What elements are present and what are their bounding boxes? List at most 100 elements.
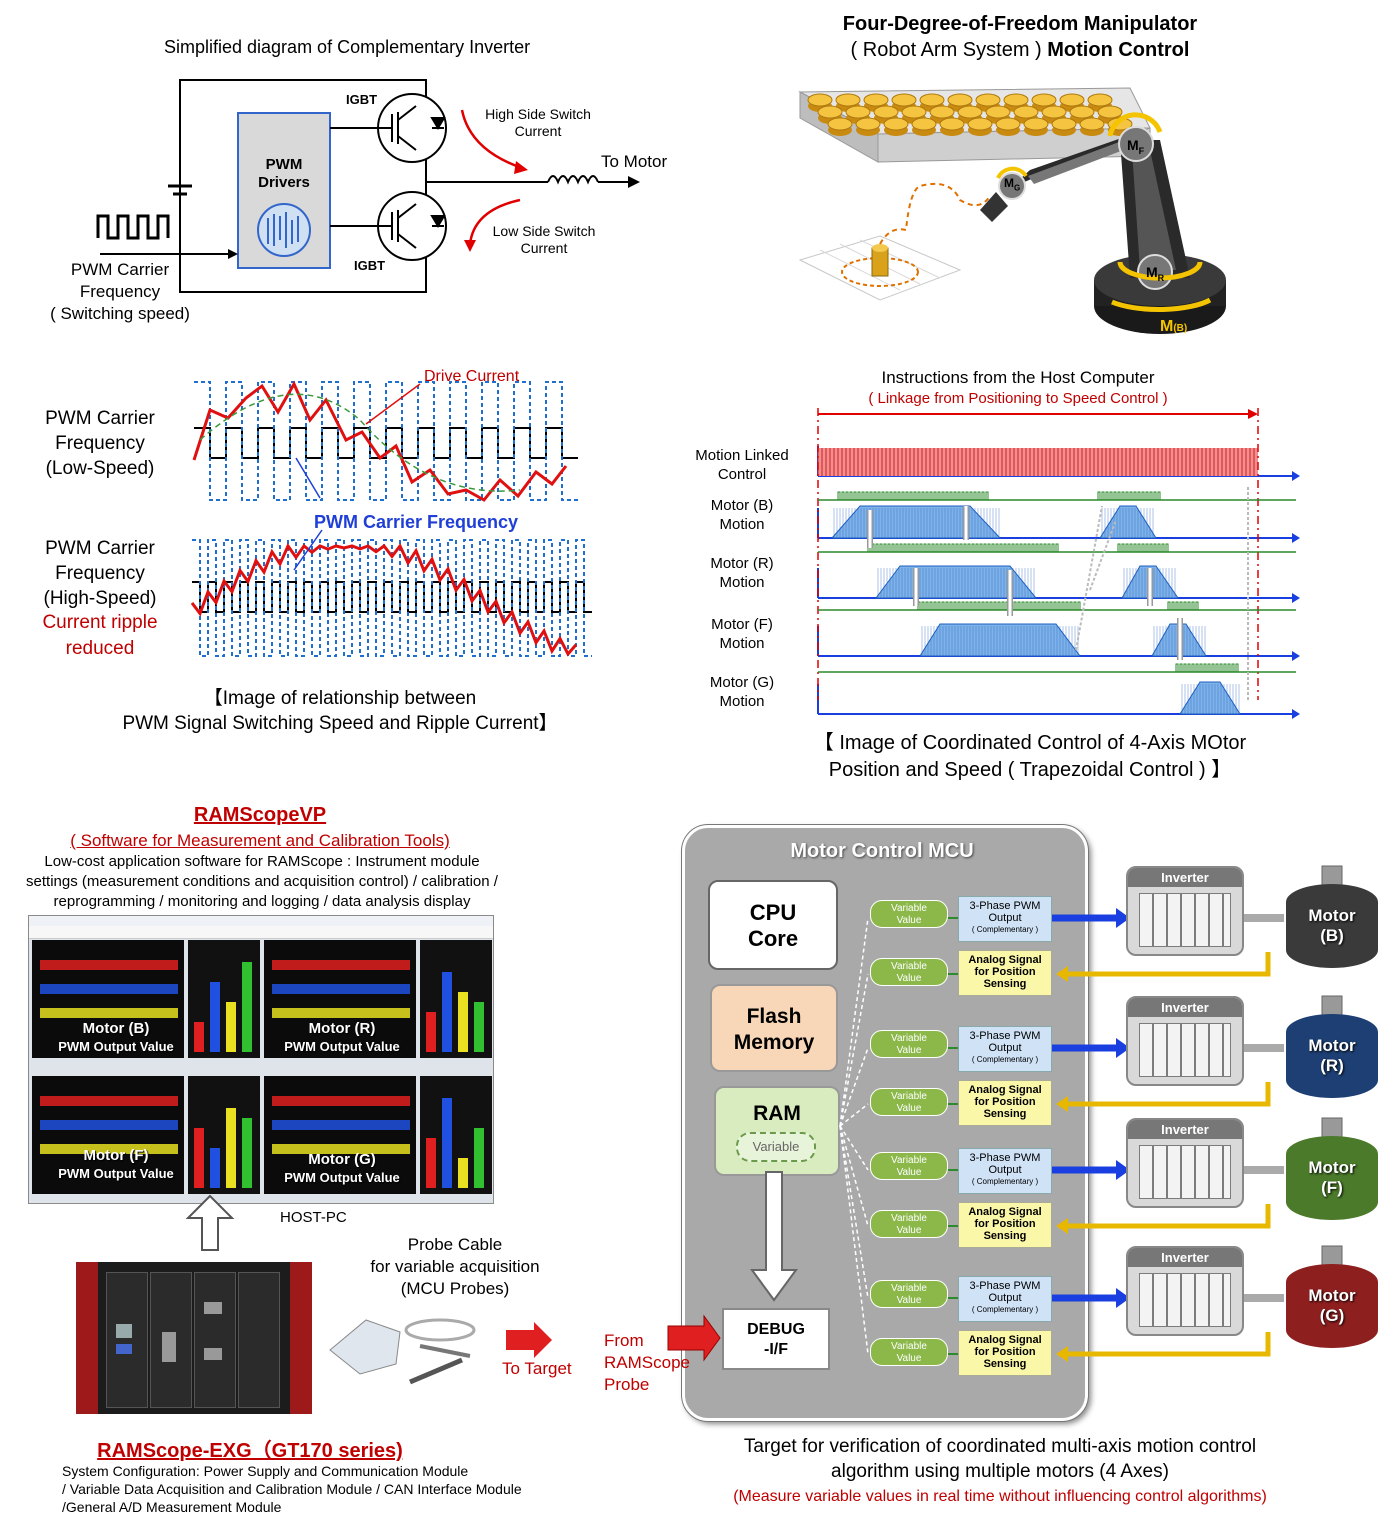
motion-pulse	[1157, 543, 1161, 552]
motion-pulse	[1051, 543, 1055, 552]
motion-pulse	[1129, 543, 1133, 552]
inverter-label-1: Inverter	[1128, 998, 1242, 1017]
scope-pane-1	[264, 940, 416, 1058]
motion-pulse	[1191, 601, 1195, 610]
motion-pulse	[919, 543, 923, 552]
pwm-output-label-2: 3-Phase PWM Output	[969, 1152, 1041, 1176]
bar-0-3	[242, 962, 252, 1052]
motion-pulse	[837, 491, 841, 500]
motion-pulse	[1149, 543, 1153, 552]
motion-pulse	[1101, 491, 1105, 500]
variable-value-1-0: Variable Value	[870, 1030, 948, 1058]
motion-pulse	[991, 543, 995, 552]
motion-pulse	[1029, 601, 1033, 610]
motion-pulse	[1141, 491, 1145, 500]
motion-pulse	[1049, 601, 1053, 610]
motion-pulse	[1117, 491, 1121, 500]
motion-pulse	[853, 491, 857, 500]
screen-f-value: PWM Output Value	[58, 1166, 174, 1181]
motion-trapezoid-3	[1179, 681, 1241, 715]
ripple-waveforms	[190, 380, 592, 657]
scope-trace-3-2	[272, 1144, 410, 1154]
ethernet-port-icon	[116, 1324, 132, 1338]
tray-part-top	[985, 105, 1011, 119]
motion-pulse	[943, 543, 947, 552]
tray-part-top	[947, 93, 973, 107]
joint-g-label: MG	[1004, 176, 1020, 192]
tray-part-top	[939, 117, 965, 131]
motion-pulse	[1153, 491, 1157, 500]
motion-pulse	[977, 491, 981, 500]
motion-pulse	[929, 601, 933, 610]
bar-2-3	[242, 1118, 252, 1188]
feedback-1	[1066, 1082, 1271, 1107]
timing-axis-arrow-3	[1292, 651, 1300, 661]
motion-pulse	[869, 491, 873, 500]
pwm-arrow-head-0	[1116, 908, 1130, 928]
from-probe-label: From RAMScope Probe	[604, 1331, 690, 1394]
inverter-label-0: Inverter	[1128, 868, 1242, 887]
feedback-head-0	[1056, 966, 1068, 982]
tray-part-top	[1003, 93, 1029, 107]
scope-trace-0-0	[40, 960, 178, 970]
manipulator-title-b: Motion Control	[1041, 39, 1190, 61]
motion-pulse	[987, 543, 991, 552]
scope-trace-2-2	[40, 1144, 178, 1154]
tray-part-top	[855, 117, 881, 131]
bar-0-1	[210, 982, 220, 1052]
manipulator-title-line2: ( Robot Arm System ) Motion Control	[760, 39, 1280, 62]
bar-0-2	[226, 1002, 236, 1052]
scope-pane-0	[32, 940, 184, 1058]
motion-pulse	[1069, 601, 1073, 610]
motion-pulse	[945, 491, 949, 500]
motion-pulse	[1153, 543, 1157, 552]
feedback-head-2	[1056, 1218, 1068, 1234]
tray-part-top	[967, 117, 993, 131]
motion-pulse	[885, 491, 889, 500]
motion-pulse	[983, 543, 987, 552]
exg-title: RAMScope-EXG（GT170 series)	[97, 1440, 403, 1462]
motion-pulse	[1215, 663, 1219, 672]
joint-r-label: MR	[1146, 264, 1164, 283]
motion-pulse	[1047, 543, 1051, 552]
motor-axis-1: (R)	[1320, 1056, 1344, 1075]
motion-pulse	[1125, 543, 1129, 552]
motion-pulse	[915, 543, 919, 552]
variable-value-0-0: Variable Value	[870, 900, 948, 928]
igbt-bottom-label: IGBT	[354, 258, 386, 273]
tray-part-top	[919, 93, 945, 107]
motion-pulse	[965, 601, 969, 610]
motion-pulse	[973, 491, 977, 500]
tray-part-top	[835, 93, 861, 107]
motor-2: Motor(F)	[1286, 1136, 1378, 1220]
motion-pulse	[953, 601, 957, 610]
analog-sensing-block-1: Analog Signal for Position Sensing	[958, 1080, 1052, 1126]
motion-pulse	[947, 543, 951, 552]
high-speed-label: PWM Carrier Frequency (High-Speed)	[43, 538, 157, 609]
motion-pulse	[937, 601, 941, 610]
tray-part-top	[1059, 93, 1085, 107]
motion-pulse	[937, 491, 941, 500]
motion-pulse	[1137, 491, 1141, 500]
tray-part-top	[957, 105, 983, 119]
motion-pulse	[1207, 663, 1211, 672]
motion-pulse	[1231, 663, 1235, 672]
module-3	[194, 1272, 236, 1408]
inverter-block-3: Inverter	[1126, 1246, 1244, 1336]
motion-pulse	[1191, 663, 1195, 672]
device-right-panel	[290, 1262, 312, 1414]
mcu-caption-line2: algorithm using multiple motors (4 Axes)	[831, 1461, 1169, 1482]
probe-hardware	[329, 1318, 552, 1385]
scope-trace-2-1	[40, 1120, 178, 1130]
motion-pulse	[1113, 491, 1117, 500]
motion-pulse	[917, 491, 921, 500]
motion-pulse	[1003, 543, 1007, 552]
ramscope-description: Low-cost application software for RAMSco…	[26, 853, 498, 910]
bar-3-2	[458, 1158, 468, 1188]
motion-pulse	[861, 491, 865, 500]
joint-r-m: M	[1146, 264, 1158, 280]
bar-1-3	[474, 1002, 484, 1052]
screen-r-motor: Motor (R)	[308, 1020, 376, 1037]
motion-pulse	[961, 491, 965, 500]
motion-pulse	[973, 601, 977, 610]
